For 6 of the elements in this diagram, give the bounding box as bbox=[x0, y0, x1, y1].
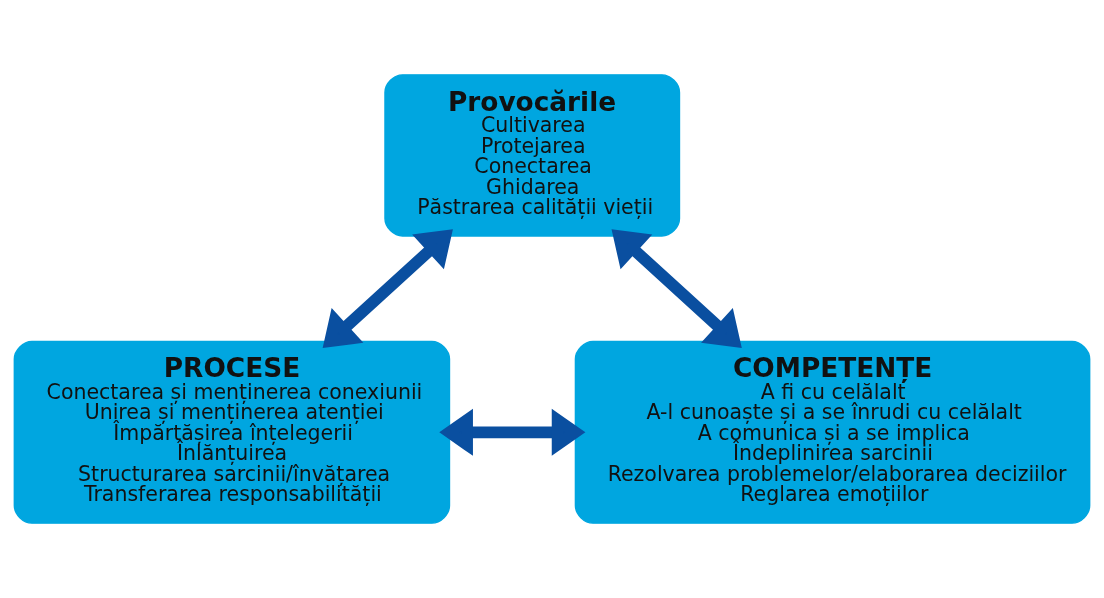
node-box: Provocările Cultivarea Protejarea Conectarea Ghidarea Păstrarea calității vieții bbox=[384, 74, 681, 237]
node-box: PROCESE Conectarea și menținerea conexiunii Unirea și menținerea atenției Împărtășirea înțelegerii Înlănțuirea Structurarea sarcinii/învățarea Transferarea responsabilității bbox=[13, 340, 451, 524]
node-box: COMPETENȚE A fi cu celălalt A-l cunoaște și a se înrudi cu celălalt A comunica și a se implica Îndeplinirea sarcinii Rezolvarea problemelor/elaborarea deciziilor Reglarea emoțiilor bbox=[574, 340, 1091, 524]
arrow bbox=[439, 408, 586, 456]
arrow bbox=[322, 229, 453, 349]
arrow bbox=[611, 229, 742, 349]
